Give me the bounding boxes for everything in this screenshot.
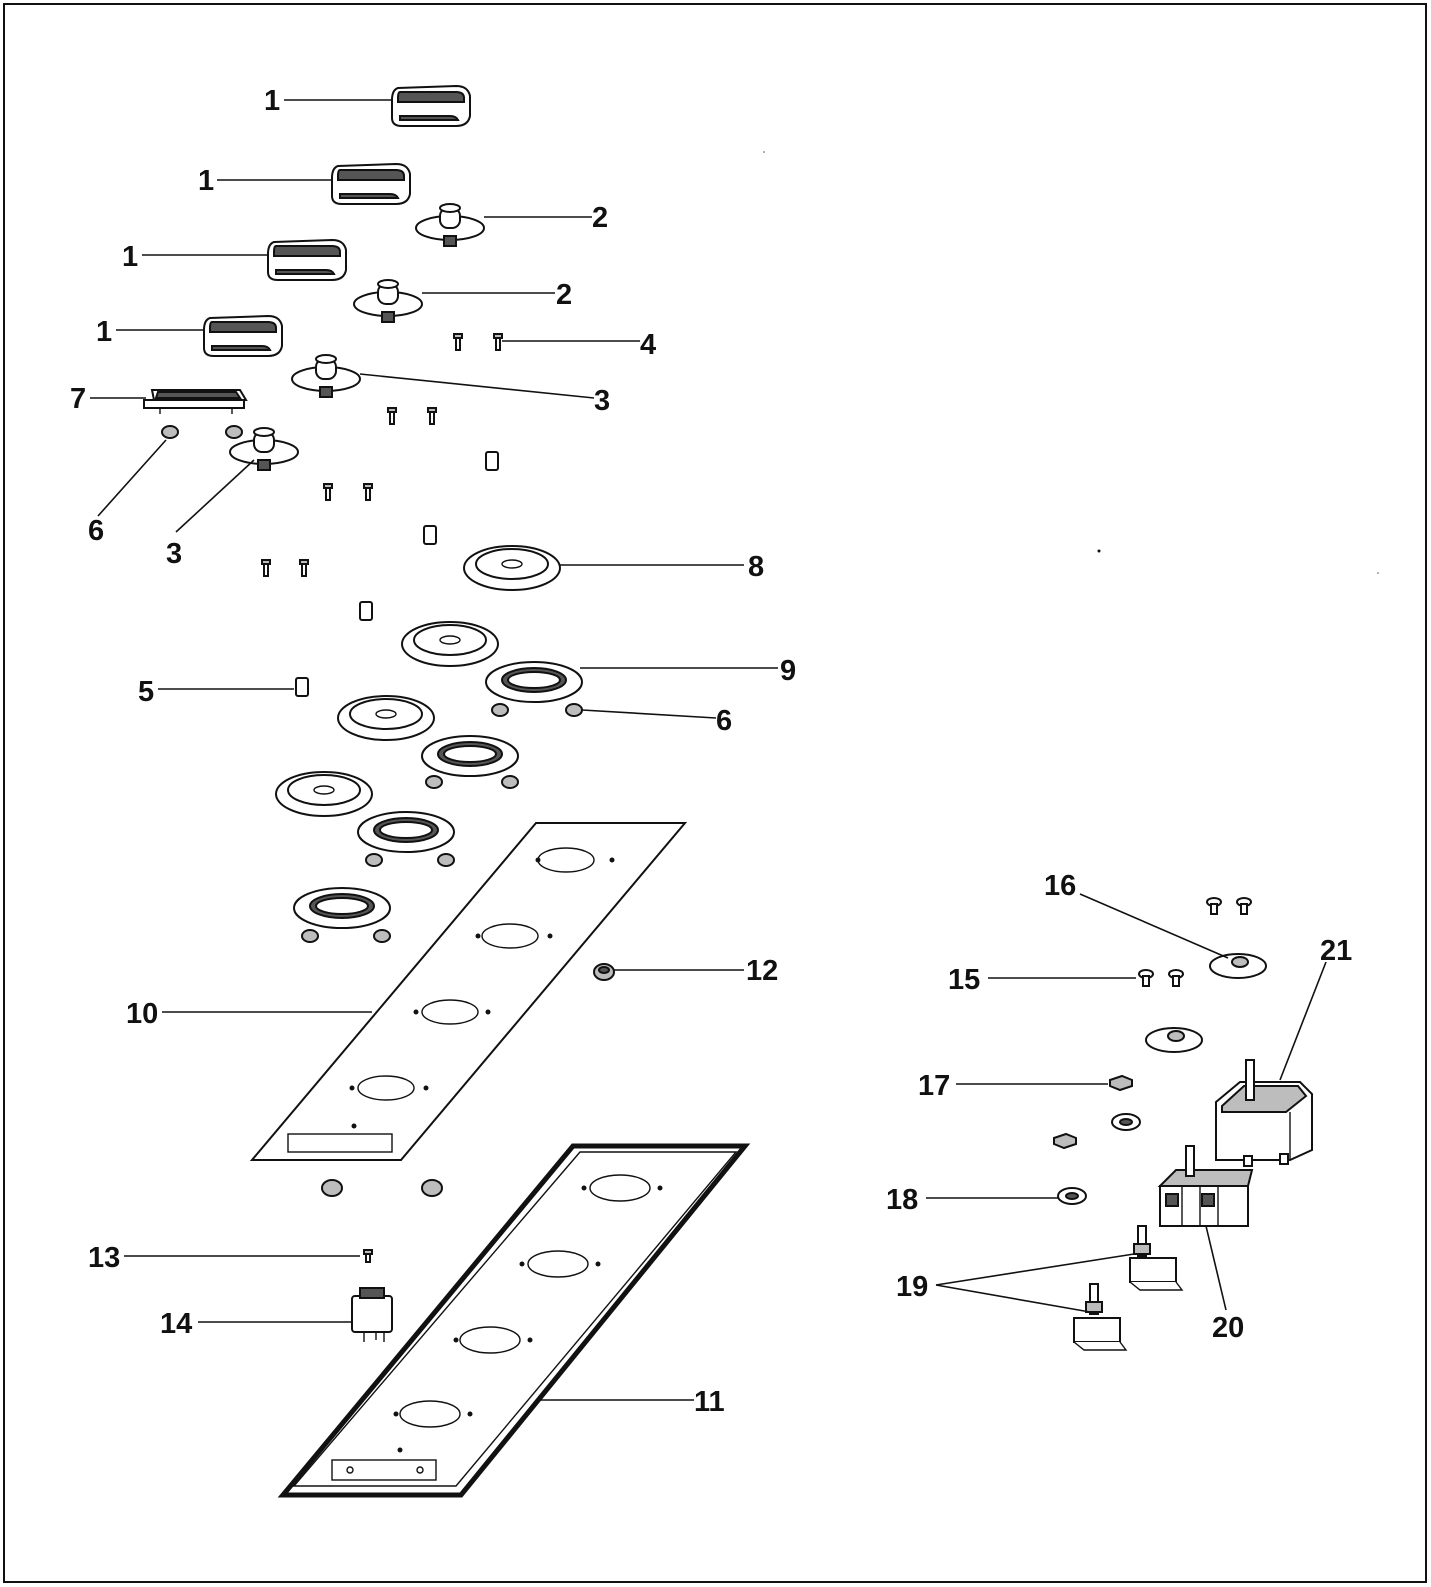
knob-bezel: [353, 279, 423, 323]
callout-16: 16: [1044, 870, 1076, 902]
nut-pair: [321, 1179, 443, 1197]
callout-17: 17: [918, 1070, 950, 1102]
indicator-lens: [143, 389, 248, 414]
washer-set: [1057, 1113, 1141, 1205]
callout-13: 13: [88, 1242, 120, 1274]
scan-speck: [1377, 572, 1379, 574]
callout-20: 20: [1212, 1312, 1244, 1344]
nut-set: [161, 425, 583, 943]
callout-1: 1: [264, 85, 280, 117]
scan-speck: [763, 151, 765, 153]
callout-19: 19: [896, 1271, 928, 1303]
callout-7: 7: [70, 383, 86, 415]
callout-8: 8: [748, 551, 764, 583]
control-knob: [267, 238, 347, 281]
knob-bezel: [291, 354, 361, 398]
screw-set: [261, 333, 503, 577]
selector-switch: [1157, 1145, 1254, 1227]
signal-lamp: [351, 1287, 393, 1342]
energy-regulator: [1215, 1059, 1313, 1167]
callout-labels: 1 1 1 1 2 2 3 3 4 5 6 6 7 8 9 10 11 12 1…: [70, 85, 1352, 1418]
callout-5: 5: [138, 676, 154, 708]
trim-ring-set: [275, 545, 561, 817]
control-knob: [331, 162, 411, 205]
diagram-border: [3, 3, 1427, 1583]
control-knob: [391, 84, 471, 127]
callout-3: 3: [594, 385, 610, 417]
hex-nut-set: [1053, 1074, 1133, 1150]
callout-2: 2: [556, 279, 572, 311]
callout-1: 1: [96, 316, 112, 348]
callout-21: 21: [1320, 935, 1352, 967]
callout-12: 12: [746, 955, 778, 987]
control-knob: [203, 314, 283, 357]
callout-4: 4: [640, 329, 656, 361]
control-panel: [277, 1143, 751, 1498]
callout-11: 11: [694, 1386, 725, 1418]
callout-9: 9: [780, 655, 796, 687]
mounting-plate-lower: [1145, 1027, 1203, 1053]
mounting-plate: [1209, 953, 1267, 979]
knob-bezel: [229, 427, 299, 471]
leader-lines: [90, 99, 1327, 1401]
callout-18: 18: [886, 1184, 918, 1216]
scan-speck: [1097, 549, 1101, 553]
lens-ring-set: [293, 661, 583, 929]
callout-3: 3: [166, 538, 182, 570]
panel-gasket: [249, 822, 688, 1161]
screw-pair-upper: [1206, 897, 1252, 915]
thermostat-lower: [1073, 1283, 1128, 1351]
spacer-set: [295, 451, 499, 697]
thermostat-upper: [1129, 1225, 1184, 1291]
knob-bezel: [415, 203, 485, 247]
flange-nut: [593, 963, 615, 981]
callout-1: 1: [122, 241, 138, 273]
callout-6: 6: [88, 515, 104, 547]
screw-pair: [1138, 969, 1184, 987]
callout-1: 1: [198, 165, 214, 197]
callout-14: 14: [160, 1308, 192, 1340]
callout-6: 6: [716, 705, 732, 737]
small-screw: [363, 1249, 373, 1263]
callout-10: 10: [126, 998, 158, 1030]
callout-15: 15: [948, 964, 980, 996]
callout-2: 2: [592, 202, 608, 234]
